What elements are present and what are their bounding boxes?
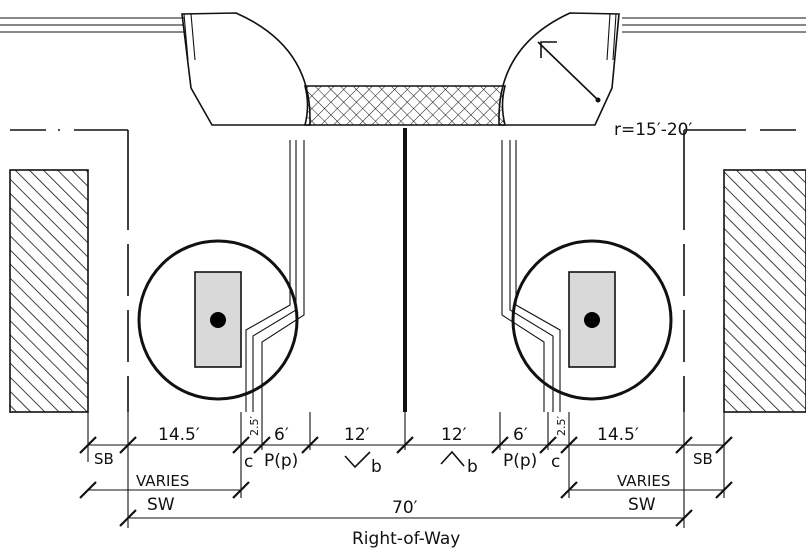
left-c-width: 2.5′	[248, 416, 261, 436]
left-parking-width: 6′	[274, 425, 289, 445]
right-sb-label: SB	[693, 450, 713, 468]
right-tree-trunk	[584, 312, 600, 328]
right-curb-extension	[498, 12, 620, 126]
right-property-line	[683, 129, 806, 412]
left-property-line	[10, 129, 129, 412]
left-dimension-labels: SB 14.5′ 2.5′ 6′ P(p) c VARIES SW 12′ b	[94, 416, 382, 515]
right-parking-label: P(p)	[503, 451, 537, 471]
right-c-label: c	[551, 452, 560, 472]
left-b-label: b	[371, 457, 382, 477]
left-sidewalk-width: 14.5′	[158, 425, 200, 445]
left-tree	[137, 239, 299, 401]
left-varies-label: VARIES	[136, 472, 189, 490]
right-parking-width: 6′	[513, 425, 528, 445]
right-dimension-labels: 12′ b 6′ P(p) c 2.5′ 14.5′ SB VARIES SW	[440, 416, 713, 515]
left-curb-extension	[181, 12, 311, 126]
left-tree-trunk	[210, 312, 226, 328]
row-width-label: 70′	[392, 498, 418, 518]
right-varies-label: VARIES	[617, 472, 670, 490]
left-building	[9, 169, 89, 413]
left-sb-label: SB	[94, 450, 114, 468]
right-sw-label: SW	[628, 495, 656, 515]
right-building	[723, 169, 806, 413]
radius-label: r=15′-20′	[614, 120, 692, 140]
right-curb-lines	[501, 140, 561, 412]
crosswalk	[303, 85, 507, 126]
left-sw-label: SW	[147, 495, 175, 515]
right-b-caret-icon	[440, 450, 465, 467]
radius-callout: r=15′-20′	[537, 41, 692, 140]
left-curb-lines	[245, 140, 305, 412]
cross-street-lines	[0, 17, 806, 33]
left-parking-label: P(p)	[264, 451, 298, 471]
left-b-check-icon	[344, 451, 371, 469]
row-label: Right-of-Way	[352, 529, 460, 549]
dimension-lines	[79, 412, 733, 528]
left-c-label: c	[244, 452, 253, 472]
right-sidewalk-width: 14.5′	[597, 425, 639, 445]
right-lane-width: 12′	[441, 425, 467, 445]
right-c-width: 2.5′	[555, 416, 568, 436]
right-b-label: b	[467, 457, 478, 477]
right-tree	[511, 239, 673, 401]
left-lane-width: 12′	[344, 425, 370, 445]
